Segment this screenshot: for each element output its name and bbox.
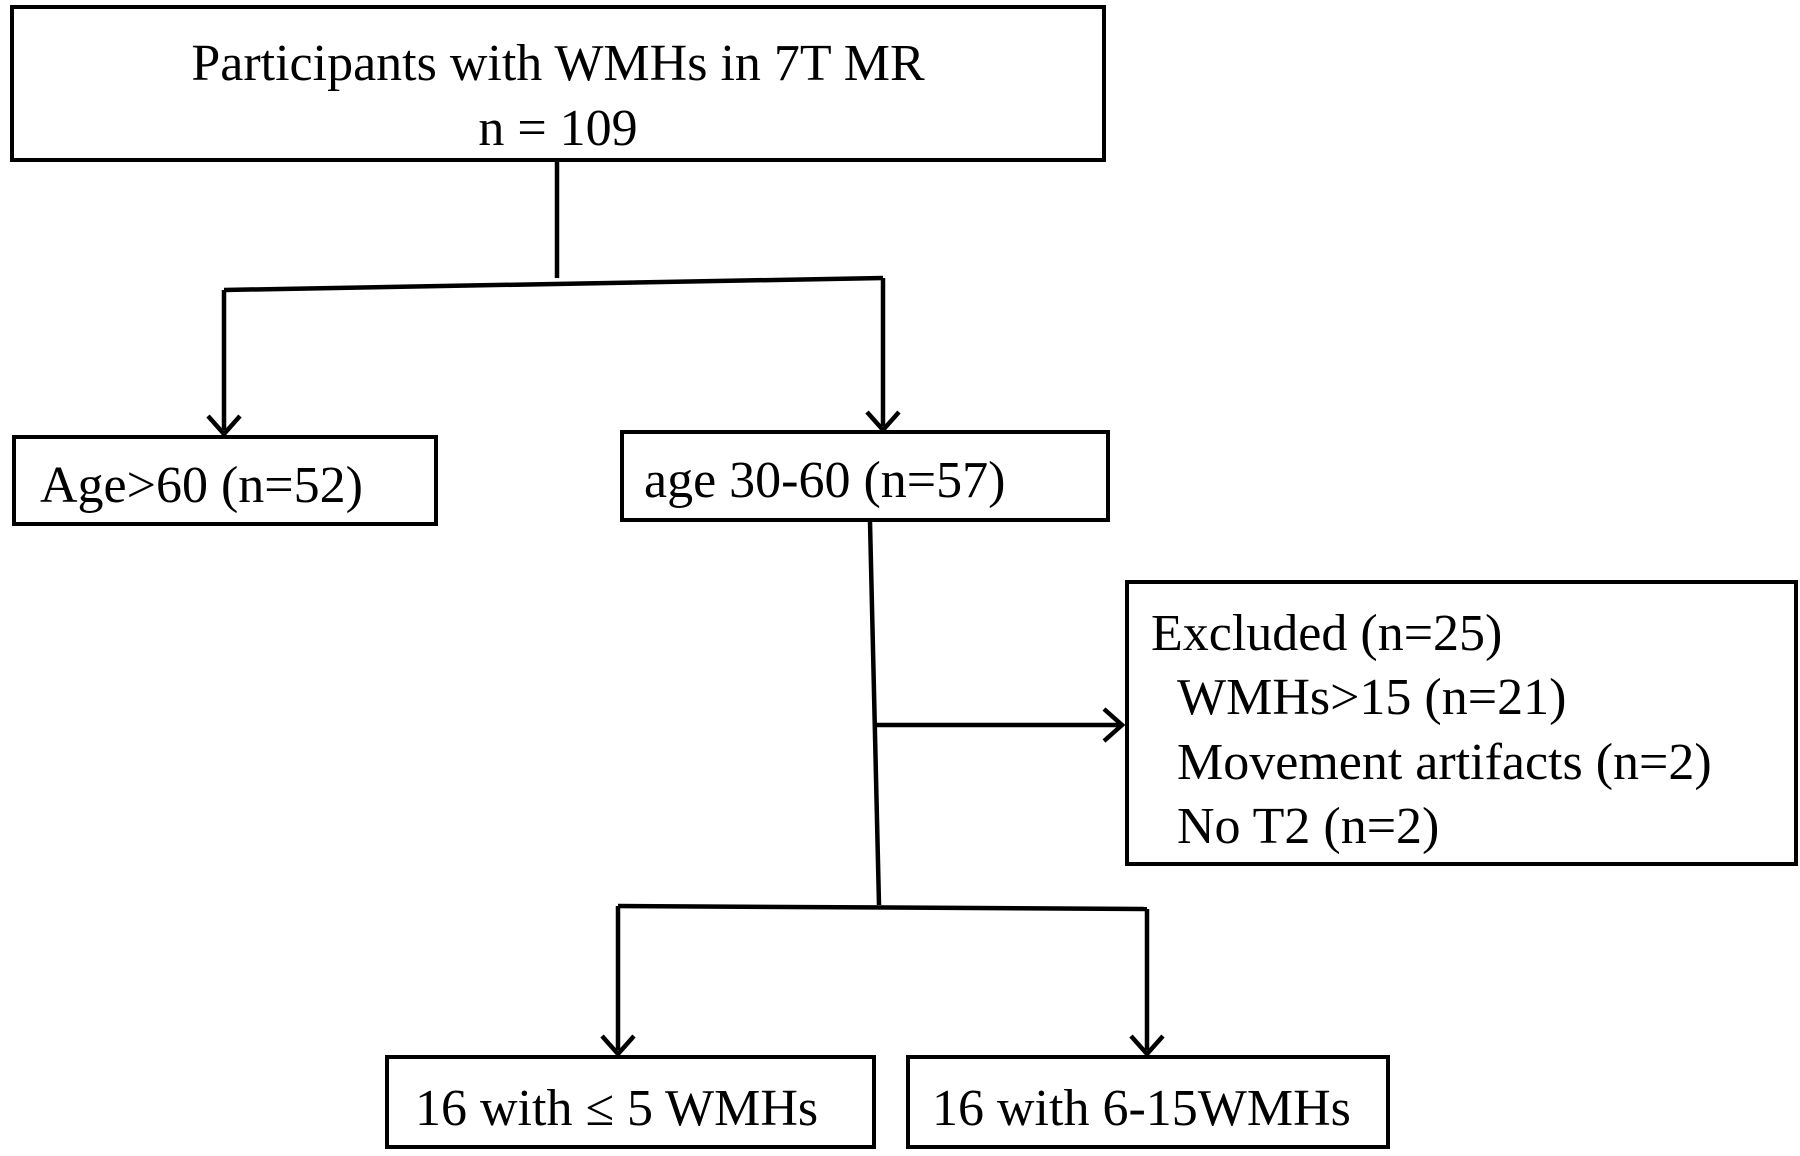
age-30-60-label: age 30-60 (n=57) <box>644 452 1006 509</box>
excluded-title: Excluded (n=25) <box>1151 605 1503 662</box>
participants-count: n = 109 <box>478 100 638 157</box>
connector-middle-trunk <box>867 521 882 906</box>
age-over-60-label: Age>60 (n=52) <box>40 457 363 514</box>
connector-bottom-split <box>617 903 1148 912</box>
age-over-60-box: Age>60 (n=52) <box>12 435 438 526</box>
participants-box: Participants with WMHs in 7T MR n = 109 <box>10 5 1106 162</box>
high-wmh-group-box: 16 with 6-15WMHs <box>906 1055 1390 1149</box>
excluded-reason: Movement artifacts (n=2) <box>1177 733 1712 791</box>
excluded-reason: WMHs>15 (n=21) <box>1177 669 1567 727</box>
excluded-reason: No T2 (n=2) <box>1177 798 1440 856</box>
connector-top-split <box>223 275 884 293</box>
excluded-box: Excluded (n=25) WMHs>15 (n=21) Movement … <box>1125 580 1798 866</box>
high-wmh-group-label: 16 with 6-15WMHs <box>932 1080 1351 1137</box>
age-30-60-box: age 30-60 (n=57) <box>620 430 1110 522</box>
participants-title: Participants with WMHs in 7T MR <box>191 35 925 92</box>
low-wmh-group-box: 16 with ≤ 5 WMHs <box>385 1055 876 1149</box>
low-wmh-group-label: 16 with ≤ 5 WMHs <box>415 1080 819 1137</box>
